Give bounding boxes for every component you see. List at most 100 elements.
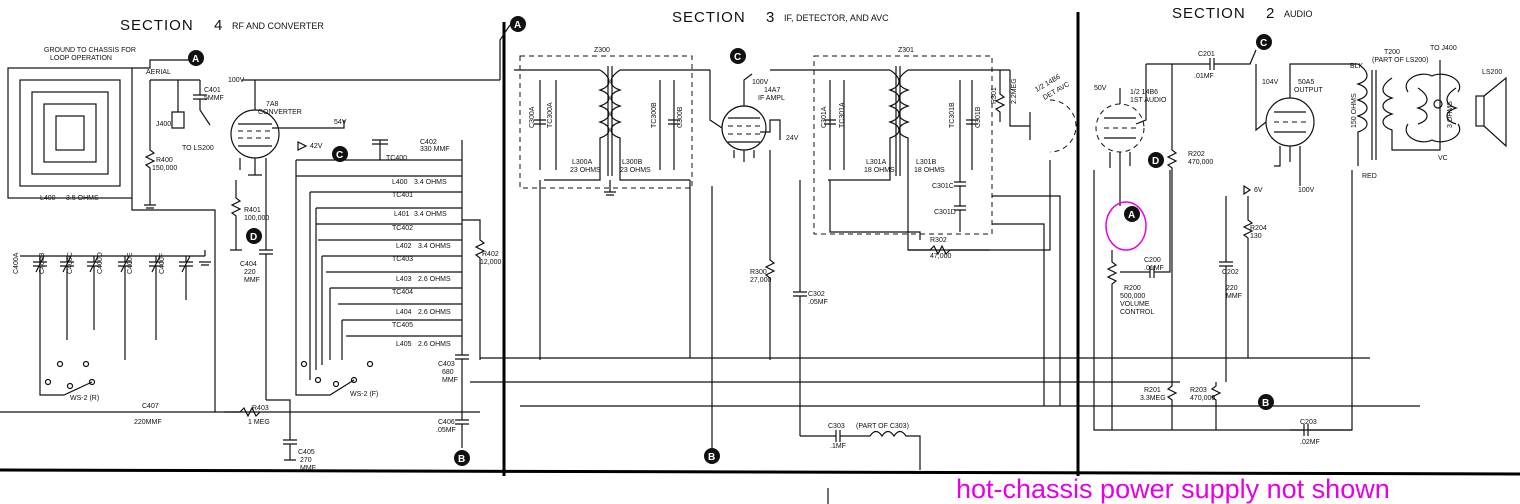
section-3-header: SECTION 3 IF, DETECTOR, AND AVC <box>672 9 889 26</box>
r201-val: 3.3MEG <box>1140 395 1166 402</box>
c405-ref: C405 <box>298 449 315 456</box>
highlight-ring <box>1105 201 1147 251</box>
c406-ref: C406 <box>438 419 455 426</box>
r202-ref: R202 <box>1188 151 1205 158</box>
c403-val: 680 <box>442 369 454 376</box>
svg-text:D: D <box>1152 156 1159 167</box>
v104-label: 104V <box>1262 79 1279 86</box>
svg-text:A: A <box>192 54 199 65</box>
r200-ref: R200 <box>1124 285 1141 292</box>
section-2-number: 2 <box>1266 5 1275 22</box>
c400e-label: C400E <box>127 252 134 274</box>
point-a-marker-1: A <box>188 50 204 66</box>
z300-label: Z300 <box>594 47 610 54</box>
tube-50a5-fn: OUTPUT <box>1294 87 1324 94</box>
section-2-subtitle: AUDIO <box>1284 9 1313 19</box>
r200-fn-1: VOLUME <box>1120 301 1150 308</box>
v100-label: 100V <box>228 77 245 84</box>
c400b-label: C400B <box>39 252 46 274</box>
tc402-label: TC402 <box>392 225 413 232</box>
tc400-label: TC400 <box>386 155 407 162</box>
r403-val: 1 MEG <box>248 419 270 426</box>
ws2r-label: WS-2 (R) <box>70 395 99 402</box>
v42-label: 42V <box>310 143 323 150</box>
r402-ref: R402 <box>482 251 499 258</box>
ls200-speaker <box>1405 73 1507 148</box>
tc404-label: TC404 <box>392 289 413 296</box>
c404-ref: C404 <box>240 261 257 268</box>
z301-coils <box>770 66 1010 251</box>
r403-ref: R403 <box>252 405 269 412</box>
z300-coils <box>514 66 710 181</box>
c401-ref: C401 <box>204 87 221 94</box>
r200-fn-2: CONTROL <box>1120 309 1154 316</box>
t200-ref: T200 <box>1384 49 1400 56</box>
svg-text:B: B <box>458 454 465 465</box>
switch-ws2-f <box>295 360 374 396</box>
r302-val: 47,000 <box>930 253 952 260</box>
section-2-title: SECTION <box>1172 5 1246 22</box>
c303-val: .1MF <box>830 443 846 450</box>
r401-ref: R401 <box>244 207 261 214</box>
c301c-label: C301C <box>932 183 954 190</box>
ws2f-label: WS-2 (F) <box>350 391 378 398</box>
switch-ws2-r <box>39 360 96 396</box>
r300-val: 27,000 <box>750 277 772 284</box>
l401-val: 3.4 OHMS <box>414 211 447 218</box>
point-b-marker-2: B <box>704 448 720 464</box>
aerial-label: AERIAL <box>146 69 171 76</box>
r203-ref: R203 <box>1190 387 1207 394</box>
tube-14b6-det <box>1009 70 1077 153</box>
c202-val: 220 <box>1226 285 1238 292</box>
c403-ref: C403 <box>438 361 455 368</box>
point-a-marker-2: A <box>510 16 526 32</box>
r301-ref: R301 <box>991 87 998 104</box>
l404-val: 2.6 OHMS <box>418 309 451 316</box>
c406-val: .05MF <box>436 427 456 434</box>
tube-7a8: 7A8 CONVERTER <box>230 80 302 159</box>
point-c-marker-2: C <box>730 48 746 64</box>
tc401-label: TC401 <box>392 192 413 199</box>
chassis-bus <box>0 468 1520 476</box>
ohms3-label: 3 OHMS <box>1447 101 1454 128</box>
l301a-val: 18 OHMS <box>864 167 895 174</box>
section-3-number: 3 <box>766 9 775 26</box>
l300b-ref: L300B <box>622 159 643 166</box>
tube-7a8-ref: 7A8 <box>266 101 279 108</box>
loop-ref: L400 <box>40 195 56 202</box>
l405-ref: L405 <box>396 341 412 348</box>
section-3-subtitle: IF, DETECTOR, AND AVC <box>784 13 889 23</box>
r203-val: 470,000 <box>1190 395 1215 402</box>
r202-val: 470,000 <box>1188 159 1213 166</box>
c402-ref: C402 <box>420 139 437 146</box>
point-c-marker-3: C <box>1256 34 1272 50</box>
c200-val: .01MF <box>1144 265 1164 272</box>
z300-can <box>519 55 693 189</box>
t200-transformer <box>1340 60 1441 166</box>
red-label: RED <box>1362 173 1377 180</box>
point-b-marker-3: B <box>1258 394 1274 410</box>
c202-unit: MMF <box>1226 293 1242 300</box>
z301-label: Z301 <box>898 47 914 54</box>
c302-ref: C302 <box>808 291 825 298</box>
tc405-label: TC405 <box>392 322 413 329</box>
svg-text:C: C <box>1260 38 1267 49</box>
v100-audio-label: 100V <box>1298 187 1315 194</box>
tube-14b6-audio-ref: 1/2 14B6 <box>1130 89 1158 96</box>
point-a-marker-3: A <box>1105 201 1147 251</box>
section-4-title: SECTION <box>120 17 194 34</box>
r201-ref: R201 <box>1144 387 1161 394</box>
v54-label: 54V <box>334 119 347 126</box>
r400-ref: R400 <box>156 157 173 164</box>
point-d-marker-1: D <box>246 228 262 244</box>
c405-unit: MMF <box>300 465 316 472</box>
l301b-val: 18 OHMS <box>914 167 945 174</box>
tube-7a8-fn: CONVERTER <box>258 109 302 116</box>
tube-14a7-fn: IF AMPL <box>758 95 785 102</box>
tc301b-label: TC301B <box>949 102 956 128</box>
c400c-label: C400C <box>67 252 74 274</box>
r400-val: 150,000 <box>152 165 177 172</box>
v24-label: 24V <box>786 135 799 142</box>
c201-val: .01MF <box>1194 73 1214 80</box>
c303-ref: C303 <box>828 423 845 430</box>
